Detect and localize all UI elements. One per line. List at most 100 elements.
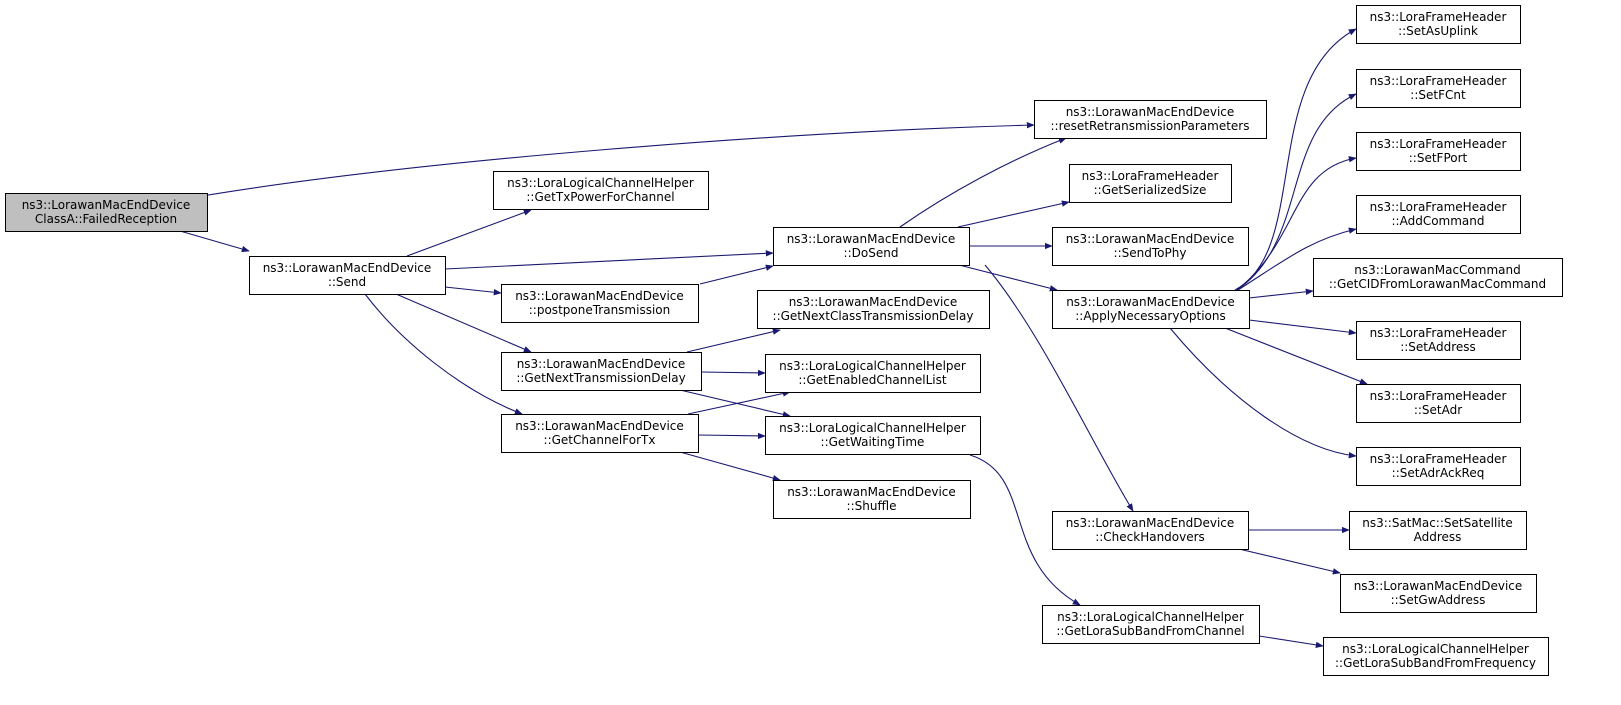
node-box-shuffle[interactable] [773,480,971,519]
edge-getwaiting-to-getlorasub [969,454,1081,606]
node-getlorafreq[interactable]: ns3::LoraLogicalChannelHelper::GetLoraSu… [1323,637,1549,676]
node-label-gettxpower-line-2: ::GetTxPowerForChannel [526,190,674,204]
node-label-dosend-line-1: ns3::LorawanMacEndDevice [787,232,956,246]
node-label-shuffle-line-2: ::Shuffle [847,499,897,513]
node-box-setfcnt[interactable] [1356,69,1521,108]
node-box-getenabled[interactable] [765,354,981,393]
node-checkhand[interactable]: ns3::LorawanMacEndDevice::CheckHandovers [1052,511,1249,550]
node-setaddress[interactable]: ns3::LoraFrameHeader::SetAddress [1356,321,1521,360]
node-box-checkhand[interactable] [1052,511,1249,550]
node-label-setadrack-line-2: ::SetAdrAckReq [1392,466,1485,480]
edges-layer [179,28,1368,649]
node-label-getenabled-line-2: ::GetEnabledChannelList [798,373,947,387]
node-box-setsat[interactable] [1349,511,1527,550]
node-label-addcmd-line-2: ::AddCommand [1392,214,1485,228]
node-resetretx[interactable]: ns3::LorawanMacEndDevice::resetRetransmi… [1034,100,1267,139]
nodes-layer: ns3::LorawanMacEndDeviceClassA::FailedRe… [5,5,1563,676]
node-sendtophy[interactable]: ns3::LorawanMacEndDevice::SendToPhy [1052,227,1249,266]
node-setfport[interactable]: ns3::LoraFrameHeader::SetFPort [1356,132,1521,171]
node-label-dosend-line-2: ::DoSend [844,246,899,260]
node-label-setadr-line-1: ns3::LoraFrameHeader [1370,389,1507,403]
node-label-setaddress-line-2: ::SetAddress [1400,340,1476,354]
edge-applyopts-to-setaddress [1248,319,1357,336]
node-box-setgw[interactable] [1340,574,1537,613]
edge-applyopts-to-setfport [1236,156,1357,291]
node-gettxpower[interactable]: ns3::LoraLogicalChannelHelper::GetTxPowe… [493,171,709,210]
node-applyopts[interactable]: ns3::LorawanMacEndDevice::ApplyNecessary… [1052,290,1250,329]
node-label-shuffle-line-1: ns3::LorawanMacEndDevice [787,485,956,499]
edge-send-to-dosend [444,250,774,270]
node-box-gettxpower[interactable] [493,171,709,210]
node-label-setsat-line-2: Address [1414,530,1462,544]
node-postpone[interactable]: ns3::LorawanMacEndDevice::postponeTransm… [501,284,699,323]
node-box-getnexttx[interactable] [501,352,702,391]
node-label-setfcnt-line-2: ::SetFCnt [1410,88,1466,102]
node-box-getnextclass[interactable] [757,290,990,329]
node-getlorasub[interactable]: ns3::LoraLogicalChannelHelper::GetLoraSu… [1042,605,1260,644]
node-box-setfport[interactable] [1356,132,1521,171]
node-box-getcid[interactable] [1313,258,1563,297]
edge-dosend-to-checkhand [984,264,1134,512]
edge-applyopts-to-setadr [1224,327,1368,385]
edge-send-to-getnexttx [395,293,532,353]
node-shuffle[interactable]: ns3::LorawanMacEndDevice::Shuffle [773,480,971,519]
node-box-setaddress[interactable] [1356,321,1521,360]
node-box-resetretx[interactable] [1034,100,1267,139]
node-getnextclass[interactable]: ns3::LorawanMacEndDevice::GetNextClassTr… [757,290,990,329]
node-box-setadrack[interactable] [1356,447,1521,486]
node-box-getchannelfortx[interactable] [501,414,699,453]
node-getwaiting[interactable]: ns3::LoraLogicalChannelHelper::GetWaitin… [765,416,981,455]
edge-failed-to-resetretx [201,122,1035,197]
node-label-send-line-2: ::Send [328,275,366,289]
node-label-getlorasub-line-1: ns3::LoraLogicalChannelHelper [1057,610,1244,624]
node-box-getlorafreq[interactable] [1323,637,1549,676]
node-box-dosend[interactable] [773,227,970,266]
node-label-checkhand-line-1: ns3::LorawanMacEndDevice [1066,516,1235,530]
node-getchannelfortx[interactable]: ns3::LorawanMacEndDevice::GetChannelForT… [501,414,699,453]
node-label-setadrack-line-1: ns3::LoraFrameHeader [1370,452,1507,466]
node-box-sendtophy[interactable] [1052,227,1249,266]
node-box-setadr[interactable] [1356,384,1521,423]
node-send[interactable]: ns3::LorawanMacEndDevice::Send [249,256,446,295]
node-label-getcid-line-1: ns3::LorawanMacCommand [1354,263,1520,277]
node-addcmd[interactable]: ns3::LoraFrameHeader::AddCommand [1356,195,1521,234]
node-box-send[interactable] [249,256,446,295]
edge-applyopts-to-setadrack [1169,327,1357,459]
node-label-sendtophy-line-2: ::SendToPhy [1114,246,1187,260]
node-label-setgw-line-2: ::SetGwAddress [1391,593,1486,607]
edge-send-to-postpone [444,286,502,296]
node-getserial[interactable]: ns3::LoraFrameHeader::GetSerializedSize [1069,164,1232,203]
node-label-send-line-1: ns3::LorawanMacEndDevice [263,261,432,275]
node-dosend[interactable]: ns3::LorawanMacEndDevice::DoSend [773,227,970,266]
node-getenabled[interactable]: ns3::LoraLogicalChannelHelper::GetEnable… [765,354,981,393]
node-label-applyopts-line-2: ::ApplyNecessaryOptions [1075,309,1226,323]
node-setadrack[interactable]: ns3::LoraFrameHeader::SetAdrAckReq [1356,447,1521,486]
node-label-sendtophy-line-1: ns3::LorawanMacEndDevice [1066,232,1235,246]
node-label-getlorafreq-line-2: ::GetLoraSubBandFromFrequency [1335,656,1536,670]
node-box-getserial[interactable] [1069,164,1232,203]
node-box-postpone[interactable] [501,284,699,323]
node-label-postpone-line-1: ns3::LorawanMacEndDevice [515,289,684,303]
node-getcid[interactable]: ns3::LorawanMacCommand::GetCIDFromLorawa… [1313,258,1563,297]
edge-applyopts-to-setasuplink [1234,28,1357,291]
node-failed[interactable]: ns3::LorawanMacEndDeviceClassA::FailedRe… [5,193,208,232]
node-getnexttx[interactable]: ns3::LorawanMacEndDevice::GetNextTransmi… [501,352,702,391]
node-label-getenabled-line-1: ns3::LoraLogicalChannelHelper [779,359,966,373]
node-box-failed[interactable] [5,193,208,232]
node-setasuplink[interactable]: ns3::LoraFrameHeader::SetAsUplink [1356,5,1521,44]
node-label-getchannelfortx-line-1: ns3::LorawanMacEndDevice [515,419,684,433]
edge-getlorasub-to-getlorafreq [1258,635,1324,649]
edge-applyopts-to-setfcnt [1236,93,1357,291]
node-setgw[interactable]: ns3::LorawanMacEndDevice::SetGwAddress [1340,574,1537,613]
node-box-setasuplink[interactable] [1356,5,1521,44]
node-box-getlorasub[interactable] [1042,605,1260,644]
node-label-getnexttx-line-2: ::GetNextTransmissionDelay [516,371,685,385]
edge-failed-to-send [179,230,250,253]
node-box-getwaiting[interactable] [765,416,981,455]
node-setfcnt[interactable]: ns3::LoraFrameHeader::SetFCnt [1356,69,1521,108]
node-setadr[interactable]: ns3::LoraFrameHeader::SetAdr [1356,384,1521,423]
node-box-addcmd[interactable] [1356,195,1521,234]
node-box-applyopts[interactable] [1052,290,1250,329]
